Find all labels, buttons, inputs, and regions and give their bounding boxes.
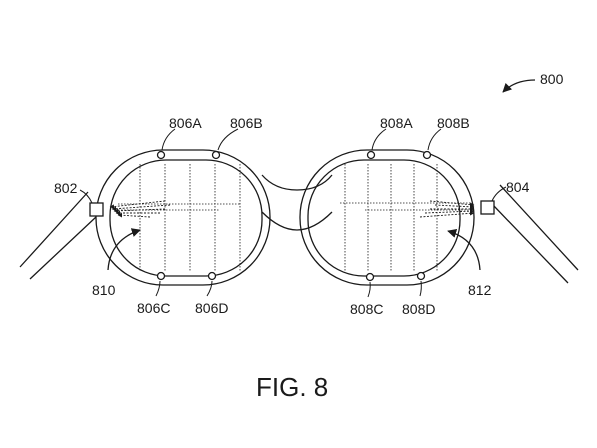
leader-lines: [79, 128, 507, 298]
label-812: 812: [468, 282, 492, 298]
label-800: 800: [540, 71, 564, 87]
right-frame-outer: [299, 149, 475, 286]
label-808b: 808B: [437, 115, 470, 131]
sensor-806a: [156, 150, 166, 160]
sensor-808b: [422, 150, 432, 160]
sensor-806b: [211, 150, 221, 160]
label-808d: 808D: [402, 301, 436, 317]
label-804: 804: [506, 179, 530, 195]
lens-810-arrow: [107, 228, 141, 271]
figure-800-arrow: [502, 79, 536, 93]
sensor-808a: [366, 150, 376, 160]
sensor-808d: [416, 271, 426, 281]
right-temple: [492, 184, 579, 284]
right-lens-grid: [340, 164, 470, 272]
sensor-808c: [365, 272, 375, 282]
lens-812-arrow: [447, 228, 481, 271]
label-808c: 808C: [350, 301, 384, 317]
label-806d: 806D: [195, 300, 229, 316]
left-sensor-802: [89, 202, 104, 217]
left-light-rays: [109, 200, 171, 218]
label-806a: 806A: [169, 115, 202, 131]
left-frame-inner: [109, 159, 263, 277]
right-light-rays: [419, 200, 475, 218]
figure-caption: FIG. 8: [256, 372, 329, 402]
label-810: 810: [92, 282, 116, 298]
label-806c: 806C: [137, 300, 171, 316]
left-frame-outer: [95, 149, 271, 286]
left-lens-grid: [118, 164, 241, 272]
right-frame-inner: [307, 159, 461, 277]
label-806b: 806B: [230, 115, 263, 131]
sensor-806d: [207, 271, 217, 281]
nose-bridge: [261, 174, 333, 231]
label-802: 802: [54, 180, 78, 196]
left-temple: [19, 191, 97, 280]
sensor-806c: [156, 271, 166, 281]
label-808a: 808A: [380, 115, 413, 131]
right-sensor-804: [480, 200, 495, 215]
